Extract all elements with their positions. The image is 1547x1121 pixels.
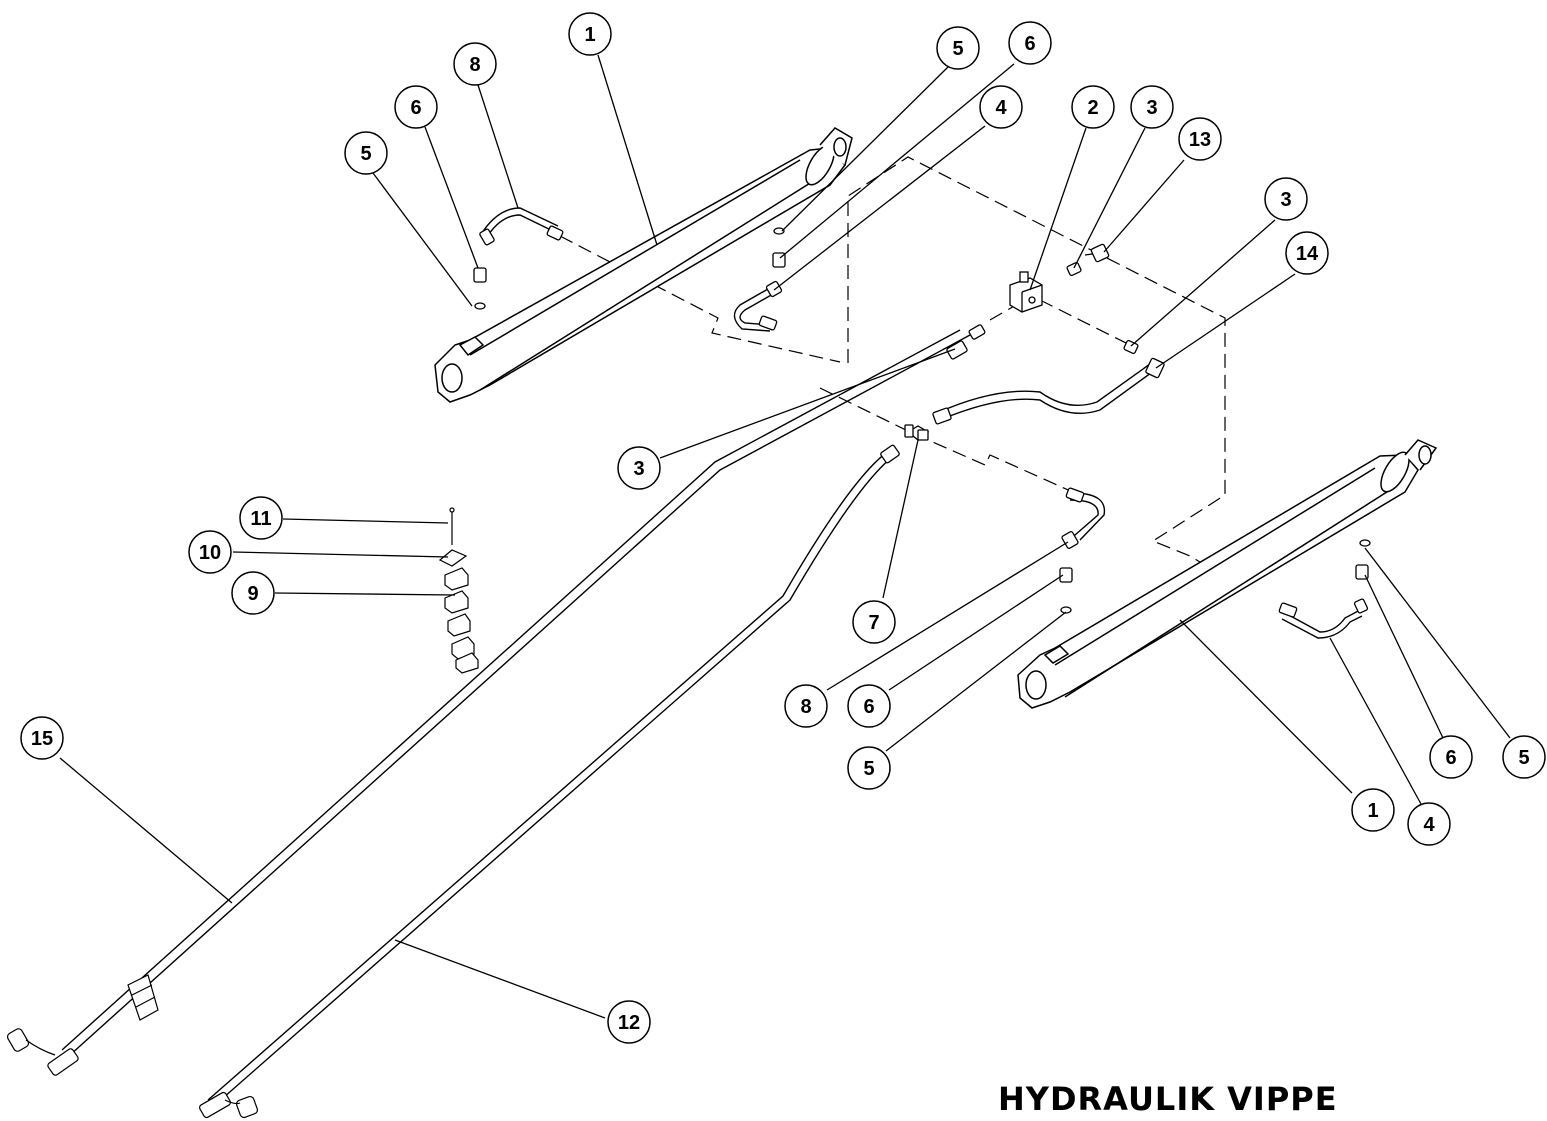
balloon-6: 6	[1429, 735, 1473, 779]
hoses	[61, 207, 1363, 1106]
balloon-3: 3	[1264, 177, 1308, 221]
balloon-label: 1	[1367, 800, 1378, 822]
balloon-label: 5	[952, 38, 963, 60]
balloon-8: 8	[784, 684, 828, 728]
balloon-15: 15	[20, 716, 64, 760]
balloon-6: 6	[847, 684, 891, 728]
balloon-label: 4	[995, 97, 1007, 119]
balloon-5: 5	[344, 131, 388, 175]
balloon-4: 4	[979, 85, 1023, 129]
balloon-8: 8	[453, 42, 497, 86]
balloon-label: 4	[1423, 814, 1435, 836]
balloon-label: 14	[1296, 243, 1319, 265]
balloon-3: 3	[617, 446, 661, 490]
balloon-13: 13	[1178, 117, 1222, 161]
balloon-4: 4	[1407, 802, 1451, 846]
balloon-label: 6	[410, 97, 421, 119]
balloon-5: 5	[936, 26, 980, 70]
balloon-11: 11	[239, 496, 283, 540]
balloon-label: 5	[1518, 747, 1529, 769]
balloon-5: 5	[1502, 735, 1546, 779]
balloon-label: 3	[1280, 189, 1291, 211]
balloon-label: 10	[199, 542, 221, 564]
balloon-12: 12	[607, 1000, 651, 1044]
balloon-label: 12	[618, 1012, 640, 1034]
balloon-10: 10	[188, 530, 232, 574]
balloon-label: 6	[1445, 747, 1456, 769]
balloon-label: 6	[1024, 33, 1035, 55]
balloon-label: 9	[247, 583, 258, 605]
balloon-14: 14	[1285, 231, 1329, 275]
balloon-label: 3	[633, 458, 644, 480]
fittings	[473, 225, 1371, 618]
balloon-label: 5	[863, 758, 874, 780]
hose-end-couplers	[6, 974, 259, 1119]
balloon-label: 11	[250, 508, 271, 530]
diagram-title: HYDRAULIK VIPPE	[998, 1080, 1338, 1118]
balloon-label: 13	[1189, 129, 1211, 151]
cylinder-upper-left	[434, 127, 853, 403]
balloon-label: 5	[360, 143, 371, 165]
balloon-7: 7	[852, 600, 896, 644]
balloon-label: 3	[1146, 97, 1157, 119]
balloon-label: 6	[863, 696, 874, 718]
balloon-label: 8	[469, 54, 480, 76]
balloon-9: 9	[231, 571, 275, 615]
balloon-label: 1	[584, 24, 595, 46]
balloon-label: 15	[31, 728, 53, 750]
balloon-label: 8	[800, 696, 811, 718]
balloon-6: 6	[394, 85, 438, 129]
balloon-1: 1	[568, 12, 612, 56]
balloon-label: 2	[1087, 97, 1098, 119]
balloon-2: 2	[1071, 85, 1115, 129]
balloon-5: 5	[847, 746, 891, 790]
dashed-routing-lines	[559, 156, 1247, 591]
balloon-label: 7	[868, 612, 879, 634]
balloon-3: 3	[1130, 85, 1174, 129]
balloon-6: 6	[1008, 21, 1052, 65]
hose-clamp-stack	[438, 507, 479, 674]
cylinder-lower-right	[1017, 439, 1438, 709]
leader-lines	[59, 54, 1511, 1019]
balloon-1: 1	[1351, 788, 1395, 832]
